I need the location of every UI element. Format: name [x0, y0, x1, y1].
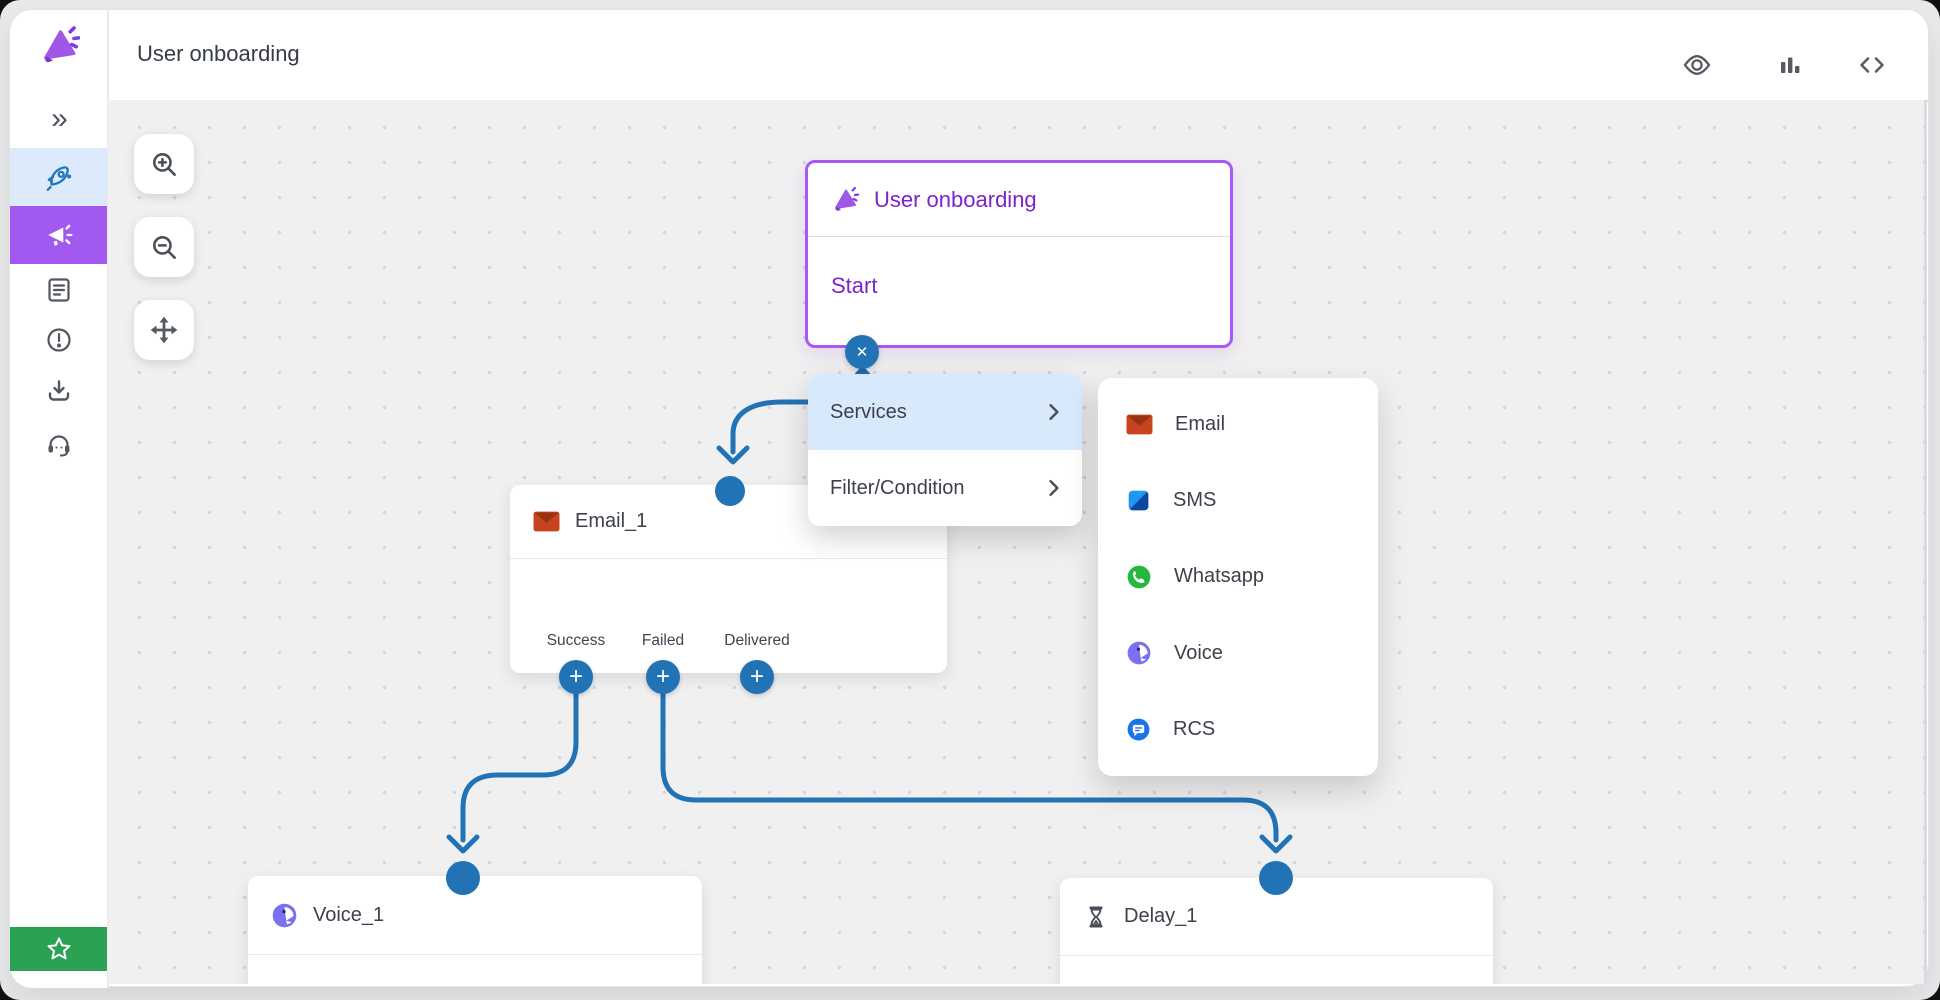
node-voice[interactable]: Voice_1 — [248, 876, 702, 984]
megaphone-logo-icon — [43, 26, 80, 63]
rocket-icon — [46, 166, 71, 191]
menu-item-filter-condition[interactable]: Filter/Condition — [808, 450, 1082, 526]
close-icon: ✕ — [855, 344, 869, 361]
node-start-header: User onboarding — [808, 163, 1230, 237]
add-node-success-button[interactable]: + — [559, 660, 593, 694]
pan-button[interactable] — [134, 300, 194, 360]
node-delay-header: Delay_1 — [1060, 878, 1493, 956]
headset-icon — [48, 435, 69, 457]
zoom-in-icon — [153, 153, 176, 176]
submenu-item-rcs[interactable]: RCS — [1098, 695, 1378, 765]
zoom-in-button[interactable] — [134, 134, 194, 194]
megaphone-active-icon — [47, 224, 72, 246]
preview-button[interactable] — [1682, 50, 1712, 80]
flow-canvas[interactable]: User onboarding Start ✕ Email_1 Success … — [108, 100, 1927, 984]
document-icon — [47, 278, 70, 302]
chevron-right-icon — [1049, 404, 1059, 420]
node-voice-title: Voice_1 — [313, 903, 385, 926]
start-label: Start — [831, 273, 878, 298]
submenu-item-whatsapp[interactable]: Whatsapp — [1098, 542, 1378, 612]
bar-chart-icon — [1781, 57, 1800, 73]
node-email-header: Email_1 — [510, 485, 947, 559]
page-title: User onboarding — [137, 41, 300, 66]
email-input-handle[interactable] — [715, 476, 745, 506]
alert-circle-icon — [46, 328, 71, 352]
node-start-title: User onboarding — [874, 186, 1037, 212]
move-icon — [150, 316, 178, 344]
sidebar-item-broadcast-active[interactable] — [10, 206, 107, 264]
analytics-button[interactable] — [1775, 50, 1805, 80]
menu-item-label: Services — [830, 400, 907, 423]
port-label-success: Success — [546, 632, 606, 649]
voice-input-handle[interactable] — [446, 861, 480, 895]
download-icon — [48, 380, 69, 401]
sidebar-item-favorite[interactable] — [10, 927, 107, 971]
submenu-item-label: Voice — [1174, 641, 1223, 664]
node-delay-title: Delay_1 — [1124, 905, 1198, 927]
context-menu: Services Filter/Condition — [808, 374, 1082, 526]
whatsapp-icon — [1127, 565, 1151, 589]
top-header: User onboarding — [109, 10, 1928, 102]
submenu-item-label: Whatsapp — [1174, 565, 1265, 588]
sidebar-item-expand[interactable]: » — [10, 102, 107, 136]
megaphone-node-icon — [835, 186, 859, 211]
email-envelope-icon — [1126, 414, 1153, 435]
menu-item-label: Filter/Condition — [830, 476, 965, 499]
menu-item-services[interactable]: Services — [808, 374, 1082, 450]
brand-logo[interactable] — [10, 24, 107, 68]
node-delay[interactable]: Delay_1 — [1060, 878, 1493, 984]
sidebar-item-export[interactable] — [10, 377, 107, 407]
add-node-delivered-button[interactable]: + — [740, 660, 774, 694]
sidebar-item-support[interactable] — [10, 430, 107, 460]
voice-call-icon — [1127, 641, 1151, 665]
port-label-failed: Failed — [641, 632, 685, 649]
zoom-out-icon — [153, 236, 176, 259]
code-icon — [1860, 57, 1884, 73]
expand-sidebar-icon: » — [51, 102, 68, 135]
submenu-item-sms[interactable]: SMS — [1098, 466, 1378, 536]
plus-icon: + — [749, 663, 764, 690]
eye-icon — [1683, 55, 1711, 75]
edge-arrow-delay — [1259, 834, 1293, 854]
node-email-title: Email_1 — [575, 510, 648, 532]
sidebar: » — [10, 10, 109, 988]
code-view-button[interactable] — [1857, 50, 1887, 80]
sidebar-item-campaigns[interactable] — [10, 148, 107, 206]
zoom-out-button[interactable] — [134, 217, 194, 277]
edge-failed-to-delay — [660, 674, 1279, 843]
port-label-delivered: Delivered — [724, 632, 790, 649]
hourglass-icon — [1089, 906, 1103, 927]
submenu-item-email[interactable]: Email — [1098, 389, 1378, 459]
sidebar-item-alerts[interactable] — [10, 325, 107, 355]
submenu-item-label: Email — [1175, 412, 1226, 435]
rcs-message-icon — [1127, 718, 1150, 741]
submenu-item-label: RCS — [1173, 718, 1216, 741]
node-voice-header: Voice_1 — [248, 876, 702, 955]
close-menu-button[interactable]: ✕ — [845, 335, 879, 369]
edge-arrow-voice — [446, 834, 480, 854]
star-icon — [47, 937, 70, 960]
edge-success-to-voice — [460, 674, 579, 843]
chevron-right-icon — [1049, 480, 1059, 496]
voice-node-icon — [272, 903, 297, 927]
plus-icon: + — [655, 663, 670, 690]
edge-arrow-email — [716, 445, 750, 465]
node-start[interactable]: User onboarding Start — [805, 160, 1233, 348]
email-node-icon — [533, 511, 560, 532]
submenu-item-label: SMS — [1173, 489, 1217, 512]
sms-bubble-icon — [1128, 490, 1149, 511]
services-submenu: Email SMS Whatsapp — [1098, 378, 1378, 776]
delay-input-handle[interactable] — [1259, 861, 1293, 895]
plus-icon: + — [568, 663, 583, 690]
add-node-failed-button[interactable]: + — [646, 660, 680, 694]
sidebar-item-logs[interactable] — [10, 275, 107, 305]
submenu-item-voice[interactable]: Voice — [1098, 618, 1378, 688]
